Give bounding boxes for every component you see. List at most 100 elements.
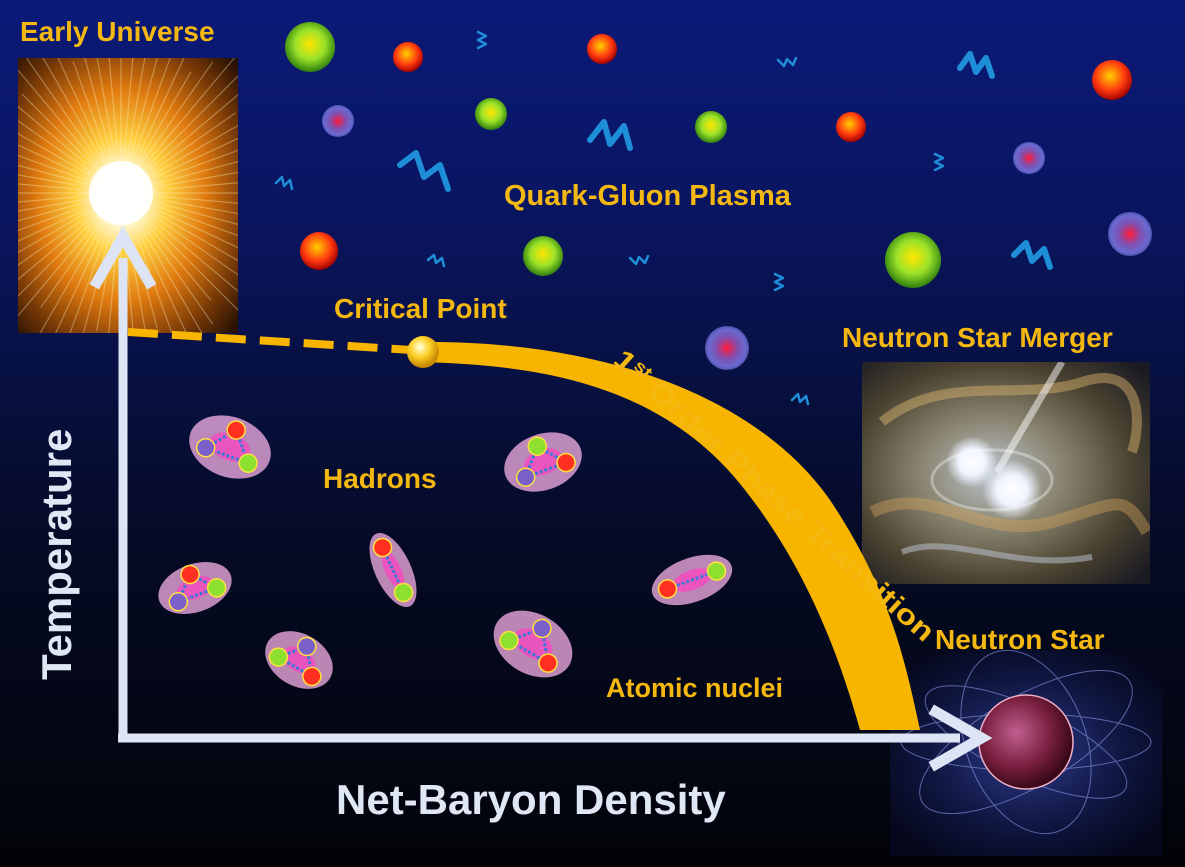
hadron-icon bbox=[504, 432, 582, 492]
light-ray bbox=[18, 207, 96, 254]
hadron-icon bbox=[189, 415, 271, 479]
light-ray bbox=[166, 200, 238, 215]
light-ray bbox=[151, 214, 238, 276]
quark-dot bbox=[515, 467, 536, 487]
quark-icon bbox=[1092, 60, 1132, 100]
light-ray bbox=[141, 75, 238, 173]
quark-icon bbox=[300, 232, 338, 270]
gluon-icon bbox=[773, 272, 785, 292]
quark-dot bbox=[168, 591, 189, 612]
gluon-icon bbox=[628, 254, 650, 266]
light-ray bbox=[84, 58, 114, 165]
hadron-icons bbox=[158, 415, 733, 689]
hadron-icon bbox=[265, 631, 333, 689]
quark-dot bbox=[556, 452, 576, 473]
light-ray bbox=[40, 223, 100, 309]
quark-icon bbox=[523, 236, 563, 276]
gluon-icon bbox=[957, 51, 995, 79]
light-ray bbox=[149, 200, 238, 225]
quark-icon bbox=[705, 326, 749, 370]
crossover-dashed-line bbox=[127, 328, 413, 354]
quark-dot bbox=[302, 666, 322, 687]
light-ray bbox=[18, 196, 76, 203]
first-order-phase-transition-band bbox=[420, 341, 920, 730]
temperature-axis-label: Temperature bbox=[33, 428, 80, 680]
light-ray bbox=[156, 205, 238, 237]
quark-dot bbox=[538, 653, 558, 673]
light-ray bbox=[42, 58, 107, 168]
quark-dot bbox=[206, 578, 227, 598]
light-ray bbox=[139, 58, 185, 152]
light-ray bbox=[25, 58, 96, 156]
gluon-icon bbox=[1011, 240, 1053, 270]
gluon-icon bbox=[426, 253, 446, 268]
light-ray bbox=[96, 58, 115, 156]
quark-dot bbox=[238, 453, 258, 473]
neutron-star-merger-image bbox=[862, 362, 1150, 584]
quark-icon bbox=[1108, 212, 1152, 256]
quark-icon bbox=[322, 105, 354, 137]
light-ray bbox=[141, 213, 238, 311]
gluon-icon bbox=[776, 56, 798, 68]
light-ray bbox=[162, 211, 238, 249]
gluon-icon bbox=[790, 392, 810, 406]
quark-dot bbox=[532, 618, 552, 639]
light-ray bbox=[158, 195, 238, 204]
hadron-icon bbox=[651, 554, 733, 606]
light-ray bbox=[18, 208, 78, 232]
light-ray bbox=[18, 144, 80, 175]
hadrons-label: Hadrons bbox=[323, 463, 437, 494]
light-ray bbox=[146, 124, 238, 179]
light-ray bbox=[155, 222, 238, 292]
quark-dot bbox=[268, 647, 289, 667]
light-ray bbox=[18, 70, 98, 165]
quark-icon bbox=[695, 111, 727, 143]
light-ray bbox=[57, 58, 106, 159]
quark-icon bbox=[836, 112, 866, 142]
light-ray bbox=[18, 213, 101, 297]
gluon-icon bbox=[476, 30, 488, 50]
quark-dot bbox=[706, 561, 727, 581]
quark-dot bbox=[527, 436, 548, 456]
early-universe-label: Early Universe bbox=[20, 16, 215, 47]
hadron-icon bbox=[369, 532, 417, 608]
quark-dot bbox=[657, 579, 678, 599]
atomic-nuclei-label: Atomic nuclei bbox=[606, 673, 784, 703]
light-ray bbox=[146, 207, 238, 262]
quark-icon bbox=[885, 232, 941, 288]
light-ray bbox=[133, 58, 171, 158]
quark-icon bbox=[393, 42, 423, 72]
light-ray bbox=[166, 182, 238, 190]
hadron-icon bbox=[158, 561, 232, 615]
neutron-star-merger-label: Neutron Star Merger bbox=[842, 322, 1113, 353]
light-ray bbox=[18, 216, 93, 281]
light-ray bbox=[146, 230, 214, 325]
light-ray bbox=[21, 93, 101, 173]
light-ray bbox=[164, 149, 238, 178]
gluon-icon bbox=[397, 150, 451, 192]
first-order-phase-transition-label: 1st Order Phase Transition bbox=[608, 343, 941, 647]
light-ray bbox=[72, 61, 106, 150]
quark-gluon-plasma-label: Quark-Gluon Plasma bbox=[504, 180, 791, 212]
quark-dot bbox=[372, 537, 393, 558]
light-ray bbox=[149, 94, 238, 170]
light-ray bbox=[150, 58, 236, 159]
light-ray bbox=[128, 58, 146, 148]
light-ray bbox=[158, 171, 238, 187]
light-ray bbox=[142, 61, 214, 163]
light-ray bbox=[18, 199, 84, 212]
quark-dot bbox=[195, 437, 216, 458]
quark-icon bbox=[285, 22, 335, 72]
quark-dot bbox=[297, 636, 317, 657]
gluon-icon bbox=[933, 152, 945, 172]
light-ray bbox=[18, 183, 84, 191]
gluon-icons bbox=[274, 30, 1053, 406]
light-ray bbox=[18, 227, 92, 316]
light-ray bbox=[135, 71, 192, 168]
gluon-icon bbox=[587, 119, 633, 151]
critical-point-marker bbox=[407, 336, 439, 368]
light-ray bbox=[18, 105, 87, 164]
quark-dot bbox=[226, 420, 246, 440]
neutron-star-label: Neutron Star bbox=[935, 624, 1105, 655]
